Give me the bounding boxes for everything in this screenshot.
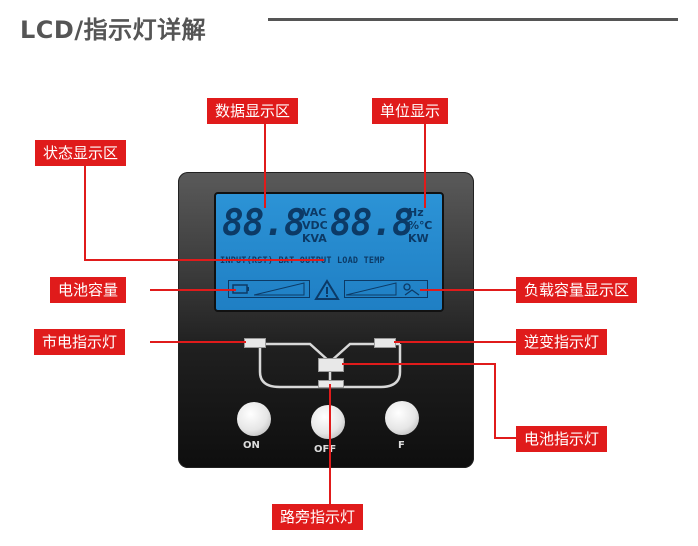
label-data-display: 数据显示区 — [207, 98, 299, 124]
lcd-digits-right: 88.8 — [330, 203, 414, 244]
lcd-status-row: INPUT(RST) BAT OUTPUT LOAD TEMP — [220, 256, 385, 266]
connector-inverter-indicator — [394, 341, 516, 343]
lcd-unit-kw: KW — [408, 232, 429, 245]
connector-status-display-v — [84, 164, 86, 260]
connector-data-display — [264, 124, 266, 208]
off-button[interactable] — [311, 405, 345, 439]
label-mains-indicator: 市电指示灯 — [34, 329, 126, 355]
label-battery-capacity: 电池容量 — [50, 277, 127, 303]
lcd-unit-vdc: VDC — [302, 219, 328, 232]
connector-battery-indicator-v — [494, 363, 496, 439]
on-button[interactable] — [237, 402, 271, 436]
page-title: LCD/指示灯详解 — [20, 16, 207, 44]
battery-level-wedge — [254, 282, 305, 296]
battery-indicator-led — [318, 358, 344, 372]
connector-battery-capacity — [150, 289, 236, 291]
connector-status-display-h — [84, 259, 324, 261]
connector-battery-indicator-h2 — [494, 437, 516, 439]
label-status-display: 状态显示区 — [35, 140, 127, 166]
lcd-unit-vac: VAC — [302, 206, 327, 219]
warning-icon — [314, 279, 340, 300]
lcd-digits-left: 88.8 — [222, 203, 306, 244]
label-bypass-indicator: 路旁指示灯 — [272, 504, 364, 530]
lcd-unit-percent-temp: %℃ — [408, 219, 433, 232]
load-level-wedge — [346, 282, 397, 296]
connector-load-capacity — [420, 289, 516, 291]
f-button-label: F — [398, 440, 405, 451]
title-divider — [268, 18, 678, 21]
lcd-unit-hz: Hz — [408, 206, 424, 219]
connector-battery-indicator-h — [342, 363, 496, 365]
f-button[interactable] — [385, 401, 419, 435]
connector-mains-indicator — [150, 341, 246, 343]
bypass-indicator-led — [318, 380, 344, 388]
inverter-indicator-led — [374, 338, 396, 348]
lcd-screen — [214, 192, 444, 312]
mains-indicator-led — [244, 338, 266, 348]
on-button-label: ON — [243, 440, 260, 451]
label-battery-indicator: 电池指示灯 — [516, 426, 608, 452]
label-load-capacity: 负载容量显示区 — [516, 277, 638, 303]
fan-icon — [403, 283, 420, 296]
off-button-label: OFF — [314, 444, 337, 455]
connector-bypass-indicator — [329, 384, 331, 504]
label-unit-display: 单位显示 — [372, 98, 449, 124]
label-inverter-indicator: 逆变指示灯 — [516, 329, 608, 355]
connector-unit-display — [424, 124, 426, 208]
lcd-unit-kva: KVA — [302, 232, 327, 245]
